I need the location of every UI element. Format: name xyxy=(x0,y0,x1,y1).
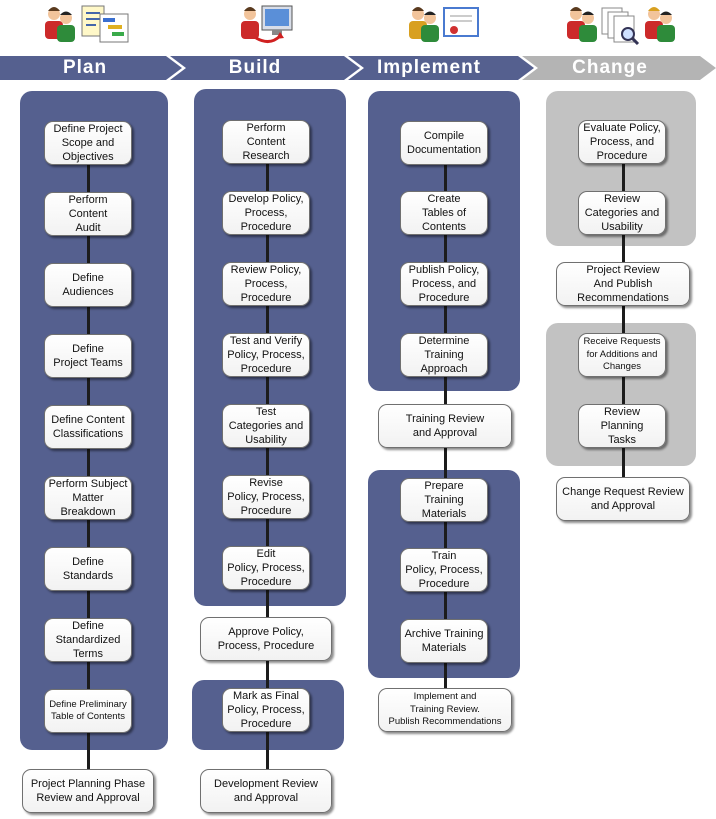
build-step-1: Perform Content Research xyxy=(222,120,310,164)
implement-step-1: Compile Documentation xyxy=(400,121,488,165)
change-project-review-box: Project Review And Publish Recommendatio… xyxy=(556,262,690,306)
change-step-4: Review Planning Tasks xyxy=(578,404,666,448)
plan-connector xyxy=(87,142,90,782)
build-step-2: Develop Policy, Process, Procedure xyxy=(222,191,310,235)
plan-step-7: Define Standards xyxy=(44,547,132,591)
phase-change-label: Change xyxy=(572,57,648,78)
plan-step-1: Define Project Scope and Objectives xyxy=(44,121,132,165)
implement-step-7: Archive Training Materials xyxy=(400,619,488,663)
implement-step-4: Determine Training Approach xyxy=(400,333,488,377)
build-step-7: Edit Policy, Process, Procedure xyxy=(222,546,310,590)
change-connector xyxy=(622,142,625,502)
plan-step-8: Define Standardized Terms xyxy=(44,618,132,662)
build-final-box: Mark as Final Policy, Process, Procedure xyxy=(222,688,310,732)
build-step-6: Revise Policy, Process, Procedure xyxy=(222,475,310,519)
build-person-computer-icon xyxy=(241,5,293,43)
implement-step-6: Train Policy, Process, Procedure xyxy=(400,548,488,592)
phase-plan-label: Plan xyxy=(62,57,108,78)
plan-step-4: Define Project Teams xyxy=(44,334,132,378)
build-arrow xyxy=(170,56,360,80)
implement-training-review-box: Training Review and Approval xyxy=(378,404,512,448)
phase-arrow-banner xyxy=(0,56,716,80)
plan-step-6: Perform Subject Matter Breakdown xyxy=(44,476,132,520)
change-step-3: Receive Requests for Additions and Chang… xyxy=(578,333,666,377)
plan-step-2: Perform Content Audit xyxy=(44,192,132,236)
phase-implement-label: Implement xyxy=(376,57,482,78)
implement-final-box: Implement and Training Review. Publish R… xyxy=(378,688,512,732)
build-connector xyxy=(266,142,269,782)
implement-step-3: Publish Policy, Process, and Procedure xyxy=(400,262,488,306)
plan-arrow xyxy=(0,56,182,80)
build-step-4: Test and Verify Policy, Process, Procedu… xyxy=(222,333,310,377)
plan-step-5: Define Content Classifications xyxy=(44,405,132,449)
change-step-1: Evaluate Policy, Process, and Procedure xyxy=(578,120,666,164)
plan-step-3: Define Audiences xyxy=(44,263,132,307)
implement-people-certificate-icon xyxy=(409,7,479,42)
change-people-documents-icon xyxy=(567,7,675,46)
implement-step-2: Create Tables of Contents xyxy=(400,191,488,235)
change-final-box: Change Request Review and Approval xyxy=(556,477,690,521)
build-review-box: Development Review and Approval xyxy=(200,769,332,813)
build-step-3: Review Policy, Process, Procedure xyxy=(222,262,310,306)
build-approve-box: Approve Policy, Process, Procedure xyxy=(200,617,332,661)
build-step-5: Test Categories and Usability xyxy=(222,404,310,448)
change-step-2: Review Categories and Usability xyxy=(578,191,666,235)
change-arrow xyxy=(522,56,716,80)
plan-step-9: Define Preliminary Table of Contents xyxy=(44,689,132,733)
plan-people-chart-icon xyxy=(45,5,129,43)
implement-arrow xyxy=(348,56,534,80)
implement-step-5: Prepare Training Materials xyxy=(400,478,488,522)
phase-build-label: Build xyxy=(228,57,282,78)
plan-review-box: Project Planning Phase Review and Approv… xyxy=(22,769,154,813)
